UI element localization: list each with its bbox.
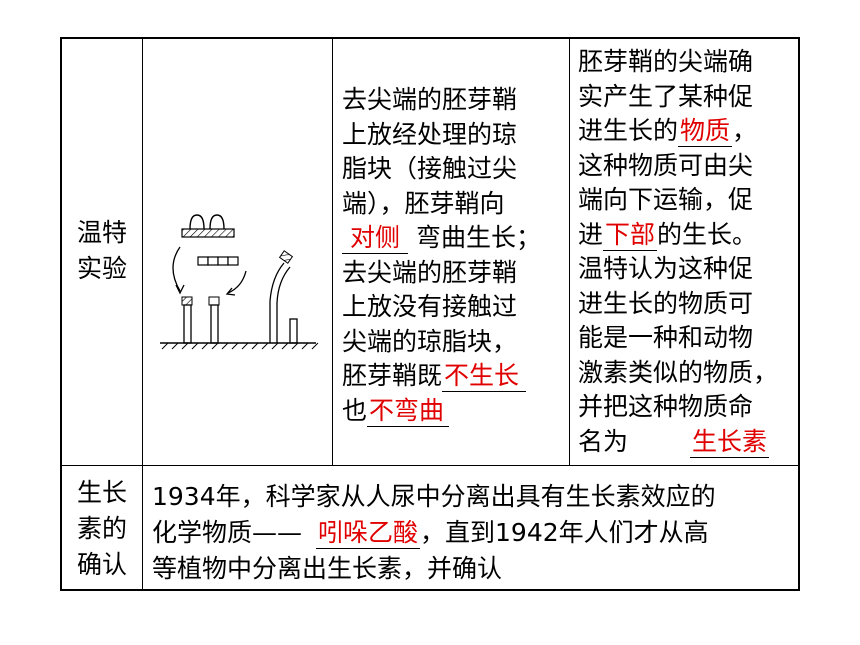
label-line: 实验 (76, 254, 127, 283)
answer-blank: 对侧 (342, 223, 408, 254)
row-label-auxin-confirm: 生长 素的 确认 (62, 475, 142, 583)
text-line: 温特认为这种促 (578, 254, 754, 283)
text-line: 并把这种物质命 (578, 392, 754, 421)
label-line: 温特 (76, 218, 127, 247)
label-line: 确认 (76, 550, 127, 579)
text-fragment: 进 (578, 219, 604, 249)
text-fragment: 进生长的 (578, 116, 679, 145)
text-fragment: 也 (342, 395, 368, 425)
text-line: 对侧 弯曲生长； (342, 221, 564, 256)
col-divider-1 (142, 39, 143, 589)
text-fragment: 胚芽鞘既 (342, 361, 443, 390)
answer-blank: 吲哚乙酸 (316, 518, 421, 549)
text-line: 脂块（接触过尖 (342, 154, 518, 183)
text-line: 尖端的琼脂块， (342, 326, 518, 356)
row-label-wendt: 温特 实验 (62, 215, 142, 287)
text-line: 化学物质—— 吲哚乙酸，直到1942年人们才从高 (152, 515, 798, 551)
col-divider-2 (332, 39, 333, 465)
text-line: 端），胚芽鞘向 (342, 188, 505, 218)
text-line: 等植物中分离出生长素，并确认 (152, 554, 503, 583)
text-line: 进生长的物质， (578, 114, 800, 149)
auxin-confirm-text: 1934年，科学家从人尿中分离出具有生长素效应的 化学物质—— 吲哚乙酸，直到19… (152, 479, 798, 587)
answer-blank: 不生长 (442, 361, 527, 392)
answer-blank: 不弯曲 (367, 396, 450, 427)
text-fragment: 化学物质—— (152, 518, 303, 547)
text-line: 端向下运输，促 (578, 185, 754, 214)
text-fragment: ， (732, 116, 758, 145)
text-line: 名为 生长素 (578, 425, 800, 460)
answer-blank: 下部 (603, 219, 658, 251)
answer-blank: 生长素 (690, 426, 770, 458)
text-fragment: 名为 (578, 426, 629, 456)
phenomenon-text: 去尖端的胚芽鞘 上放经处理的琼 脂块（接触过尖 端），胚芽鞘向 对侧 弯曲生长；… (342, 83, 564, 428)
text-line: 去尖端的胚芽鞘 (342, 85, 518, 114)
text-line: 1934年，科学家从人尿中分离出具有生长素效应的 (152, 482, 716, 511)
text-line: 也不弯曲 (342, 394, 564, 429)
text-line: 实产生了某种促 (578, 81, 754, 111)
text-fragment: 弯曲生长； (415, 223, 541, 252)
text-line: 进生长的物质可 (578, 288, 754, 318)
col-divider-3 (569, 39, 570, 465)
text-line: 胚芽鞘的尖端确 (578, 47, 754, 76)
label-line: 素的 (76, 514, 127, 543)
text-line: 这种物质可由尖 (578, 150, 754, 180)
text-line: 胚芽鞘既不生长 (342, 359, 564, 394)
content-table: 温特 实验 (60, 37, 800, 591)
conclusion-text: 胚芽鞘的尖端确 实产生了某种促 进生长的物质， 这种物质可由尖 端向下运输，促 … (578, 45, 800, 459)
row-divider (62, 465, 798, 466)
text-line: 进下部的生长。 (578, 218, 800, 253)
text-line: 上放没有接触过 (342, 292, 518, 321)
text-fragment: ，直到1942年人们才从高 (420, 518, 709, 547)
text-line: 去尖端的胚芽鞘 (342, 257, 518, 287)
text-fragment: 的生长。 (657, 219, 758, 249)
text-line: 激素类似的物质， (578, 357, 779, 387)
text-line: 能是一种和动物 (578, 323, 754, 352)
text-line: 上放经处理的琼 (342, 119, 518, 149)
label-line: 生长 (76, 478, 127, 507)
answer-blank: 物质 (678, 116, 733, 147)
experiment-diagram (154, 209, 324, 359)
